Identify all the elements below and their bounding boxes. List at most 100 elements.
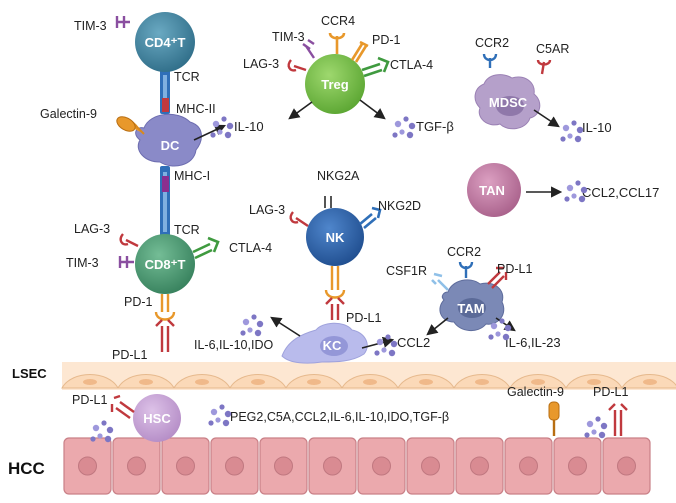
lsec-cell-nucleus: [587, 379, 601, 385]
hcc-cell-nucleus: [372, 456, 391, 476]
hsc-cell: HSC PD-L1 PEG2,C5A,CCL2,IL-6,IL-10,IDO,T…: [72, 393, 449, 442]
dc-mhc2-label: MHC-II: [176, 102, 216, 116]
tan-cell-label: TAN: [479, 183, 505, 198]
hcc-tumor-cells: [63, 437, 651, 495]
hcc-pdl1-label: PD-L1: [593, 385, 628, 399]
cd4-t-cell-body: [135, 12, 195, 72]
cd4-tim3-label: TIM-3: [74, 19, 107, 33]
tam-to-ccl2-arrow: [426, 317, 449, 336]
mdsc-cell-label: MDSC: [489, 95, 528, 110]
treg-pd1-label: PD-1: [372, 33, 401, 47]
lsec-layer: LSEC: [12, 362, 676, 390]
cytokine-dot: [381, 347, 387, 353]
kc-pdl1-label: PD-L1: [346, 311, 381, 325]
cd4-tim3-receptor-icon: [115, 16, 130, 28]
dc-mhc1-label: MHC-I: [174, 169, 210, 183]
mhc1-molecule: [162, 176, 169, 192]
hcc-label: HCC: [8, 459, 45, 478]
lsec-cell-nucleus: [83, 379, 97, 385]
cytokine-dot: [399, 129, 405, 135]
hcc-cell-nucleus: [176, 456, 195, 476]
mdsc-secretion-arrow: [533, 109, 560, 128]
treg-lag3-label: LAG-3: [243, 57, 279, 71]
treg-cell-body: [305, 54, 365, 114]
cd8-pdl1-label: PD-L1: [112, 348, 147, 362]
cytokine-dot: [490, 322, 498, 330]
lsec-cell-nucleus: [139, 379, 153, 385]
cytokine-dot: [256, 320, 264, 328]
treg-ccr4-receptor-icon: [328, 32, 346, 54]
tam-csf1r-label: CSF1R: [386, 264, 427, 278]
dc-cell-label: DC: [161, 138, 180, 153]
hsc-cell-body: [133, 394, 181, 442]
kc-ccl2-label: CCL2: [397, 335, 430, 350]
hcc-cell-nucleus: [617, 456, 636, 476]
tam-ccr2-label: CCR2: [447, 245, 481, 259]
mdsc-c5ar-receptor-icon: [536, 59, 552, 75]
treg-to-il10-arrow: [288, 101, 313, 120]
mdsc-il10-label: IL-10: [582, 120, 612, 135]
hcc-galectin9-label: Galectin-9: [507, 385, 564, 399]
dc-galectin9-label: Galectin-9: [40, 107, 97, 121]
kc-pdl1-receptor-icon: [325, 297, 345, 320]
cytokine-dot: [406, 131, 414, 139]
cd8-t-cell-body: [135, 234, 195, 294]
nk-pd1-receptor-icon: [324, 266, 346, 299]
cd8-t-cell-label: CD8⁺T: [145, 257, 186, 272]
lsec-cell-nucleus: [251, 379, 265, 385]
dc-secretion-arrow: [193, 124, 227, 141]
cytokine-dot: [217, 129, 223, 135]
treg-to-tgfb-arrow: [359, 99, 386, 120]
lsec-cell-nucleus: [531, 379, 545, 385]
cytokine-dot: [394, 120, 402, 128]
lsec-cell-nucleus: [195, 379, 209, 385]
hsc-pdl1-receptor-icon: [110, 394, 135, 419]
cytokine-dot: [385, 334, 391, 340]
tam-csf1r-receptor-icon: [431, 272, 449, 291]
hcc-cell-nucleus: [421, 456, 440, 476]
kc-to-il-arrow: [270, 316, 301, 337]
tan-cell-body: [467, 163, 521, 217]
cytokine-dot: [502, 333, 510, 341]
cytokine-dot: [106, 426, 114, 434]
tam-ccr2-receptor-icon: [458, 261, 474, 278]
cytokine-dot: [104, 435, 112, 443]
cytokine-dot: [392, 132, 398, 138]
cytokine-dot: [208, 420, 214, 426]
lsec-cell-nucleus: [307, 379, 321, 385]
tam-cell: TAM CCR2 CSF1R PD-L1 IL-6,IL-23: [386, 245, 561, 350]
cytokine-dot: [576, 126, 584, 134]
cytokine-dot: [495, 331, 501, 337]
cytokine-dot: [488, 334, 494, 340]
cd8-t-cell: CD8⁺T TCR LAG-3 CTLA-4 TIM-3 PD-1 PD-L1: [66, 222, 272, 362]
treg-ctla4-label: CTLA-4: [390, 58, 433, 72]
cd8-pd1-label: PD-1: [124, 295, 153, 309]
hsc-factors-label: PEG2,C5A,CCL2,IL-6,IL-10,IDO,TGF-β: [230, 410, 449, 424]
treg-ccr4-label: CCR4: [321, 14, 355, 28]
hcc-cell-nucleus: [568, 456, 587, 476]
cytokine-dot: [212, 120, 220, 128]
cd8-pdl1-receptor-icon: [155, 319, 175, 352]
kc-to-ccl2-arrow: [361, 336, 395, 349]
hcc-cell-nucleus: [519, 456, 538, 476]
cytokine-dot: [226, 122, 234, 130]
cytokine-dot: [101, 420, 107, 426]
cytokine-dot: [251, 314, 257, 320]
cytokine-dot: [97, 433, 103, 439]
dc-t-cell-connector: [160, 68, 170, 238]
cytokine-dot: [575, 180, 581, 186]
cytokine-particles: [90, 116, 608, 443]
cytokine-dot: [219, 404, 225, 410]
kupffer-cell: KC PD-L1 IL-6,IL-10,IDO CCL2: [194, 311, 430, 364]
treg-cell-label: Treg: [321, 77, 349, 92]
hcc-cell-nucleus: [225, 456, 244, 476]
lsec-cell-nucleus: [475, 379, 489, 385]
cytokine-dot: [92, 424, 100, 432]
cd8-lag3-label: LAG-3: [74, 222, 110, 236]
cd8-tim3-label: TIM-3: [66, 256, 99, 270]
cytokine-dot: [247, 327, 253, 333]
cytokine-dot: [595, 416, 601, 422]
kc-cell-label: KC: [323, 338, 342, 353]
hsc-pdl1-label: PD-L1: [72, 393, 107, 407]
treg-tim3-receptor-icon: [302, 39, 315, 59]
